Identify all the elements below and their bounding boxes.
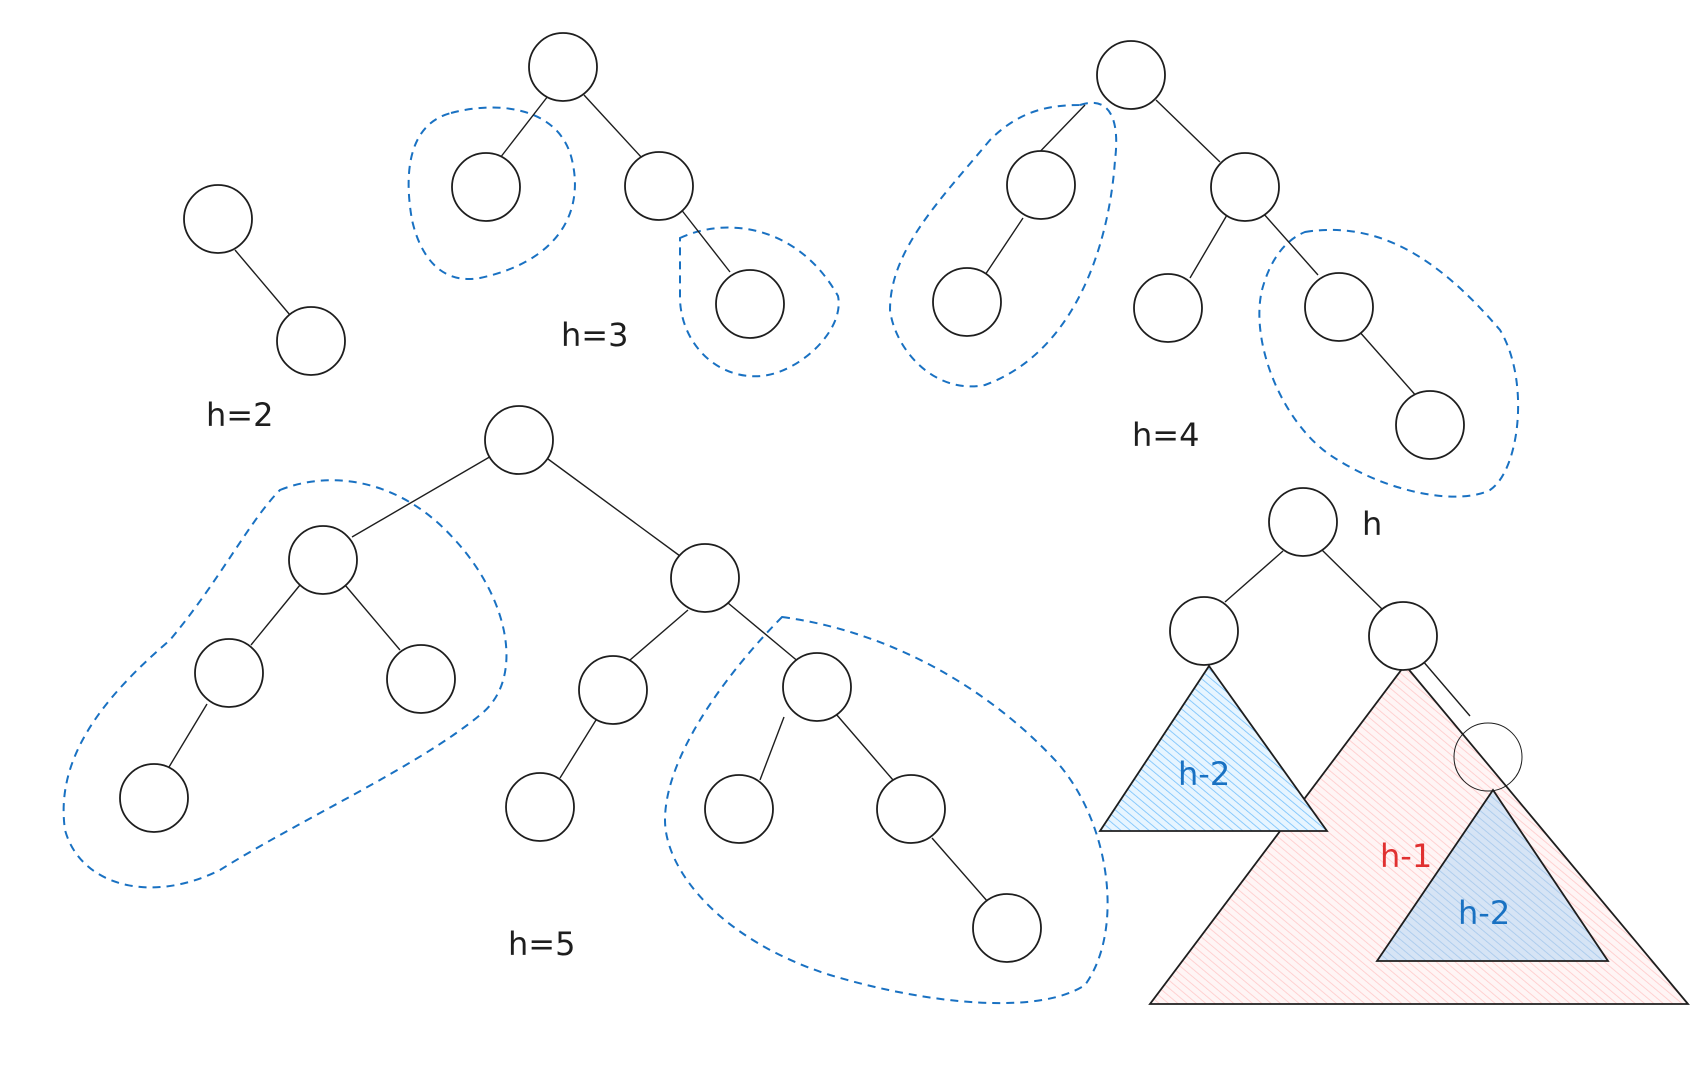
subtree-label-right: h-1 (1380, 837, 1432, 875)
height-label-h3: h=3 (561, 316, 628, 354)
tree-node (484, 405, 554, 475)
tree-edge (629, 609, 689, 661)
tree-edge (931, 837, 989, 903)
tree-node (932, 267, 1002, 337)
subtree-group-outline (407, 106, 576, 281)
tree-node (670, 543, 740, 613)
tree-edge (234, 249, 291, 316)
subtree-group-outline (62, 479, 508, 889)
tree-edge (1155, 99, 1221, 163)
tree-node (1006, 150, 1076, 220)
tree-node (505, 772, 575, 842)
tree-edge (559, 719, 597, 779)
tree-node (1453, 722, 1523, 792)
tree-node (578, 655, 648, 725)
tree-node (276, 306, 346, 376)
tree-node (528, 32, 598, 102)
tree-edge (499, 95, 549, 159)
tree-h2: h=2 (183, 184, 346, 434)
tree-h3: h=3 (407, 32, 840, 378)
tree-node (1304, 272, 1374, 342)
tree-edge (1357, 329, 1419, 399)
subtree-group-outline (888, 102, 1118, 388)
tree-node (451, 152, 521, 222)
tree-node (386, 644, 456, 714)
tree-node (1368, 601, 1438, 671)
tree-edge (344, 584, 401, 651)
tree-edge (1224, 550, 1284, 603)
tree-node (782, 652, 852, 722)
tree-node (183, 184, 253, 254)
tree-node (715, 269, 785, 339)
tree-edge (547, 458, 681, 557)
tree-edge (759, 716, 785, 781)
height-label-h2: h=2 (206, 396, 273, 434)
tree-node (624, 151, 694, 221)
tree-edge (250, 584, 301, 646)
left-subtree-triangle (1098, 664, 1329, 832)
tree-edge (1262, 212, 1319, 276)
tree-node (1395, 390, 1465, 460)
tree-edge (1189, 214, 1228, 279)
tree-node (288, 525, 358, 595)
tree-edge (351, 454, 494, 538)
subtree-group-outline (679, 226, 840, 378)
tree-node (1169, 596, 1239, 666)
subtree-group-outline (1258, 228, 1520, 498)
height-label-h5: h=5 (508, 925, 575, 963)
subtree-label-inner: h-2 (1458, 894, 1510, 932)
tree-h5: h=5 (62, 405, 1109, 1005)
tree-edge (835, 713, 894, 781)
tree-edge (1421, 659, 1471, 717)
tree-node (704, 774, 774, 844)
subtree-group-outline (663, 615, 1109, 1005)
tree-edge (984, 217, 1024, 276)
height-label-h: h (1362, 505, 1382, 543)
tree-node (194, 638, 264, 708)
tree-edge (679, 207, 731, 273)
tree-node (1210, 152, 1280, 222)
tree-edge (583, 94, 643, 159)
tree-node (1268, 487, 1338, 557)
tree-node (119, 763, 189, 833)
tree-node (876, 774, 946, 844)
tree-node (1096, 40, 1166, 110)
tree-node (972, 893, 1042, 963)
tree-node (1133, 273, 1203, 343)
tree-general-h: h h-2 h-1 h-2 (1098, 487, 1690, 1005)
height-label-h4: h=4 (1132, 416, 1199, 454)
tree-edge (1321, 549, 1384, 611)
inner-subtree-triangle (1375, 788, 1610, 962)
subtree-label-left: h-2 (1178, 755, 1230, 793)
tree-edge (727, 602, 801, 664)
tree-edge (165, 703, 208, 773)
tree-h4: h=4 (888, 40, 1520, 498)
